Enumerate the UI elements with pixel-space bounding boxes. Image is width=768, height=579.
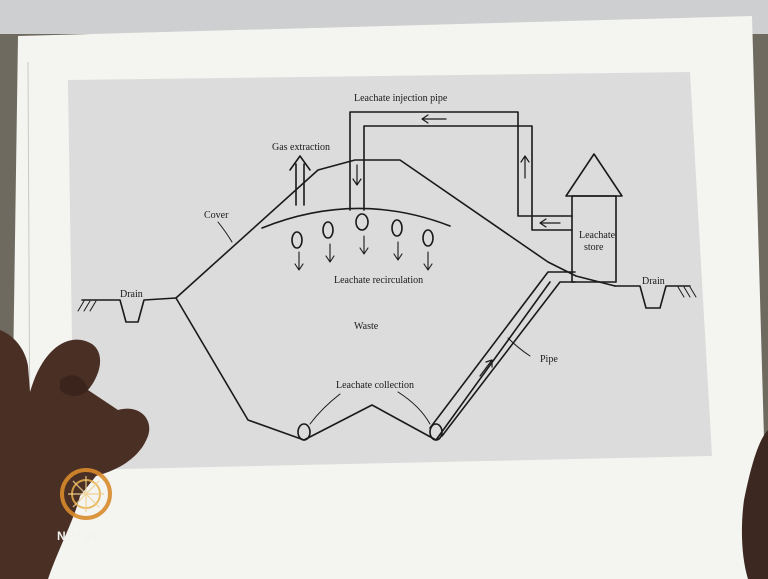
label-drain-right: Drain [642,276,665,287]
label-collection: Leachate collection [336,380,414,391]
label-leachate-store-2: store [584,242,604,253]
nptel-logo-spokes [68,476,104,512]
label-recirculation: Leachate recirculation [334,275,423,286]
nptel-logo-text: NPTEL [57,529,101,543]
label-cover: Cover [204,210,229,221]
label-injection-pipe: Leachate injection pipe [354,93,448,104]
label-waste: Waste [354,321,379,332]
label-leachate-store-1: Leachate [579,230,616,241]
label-pipe: Pipe [540,354,558,365]
label-gas-extraction: Gas extraction [272,142,330,153]
label-drain-left: Drain [120,289,143,300]
